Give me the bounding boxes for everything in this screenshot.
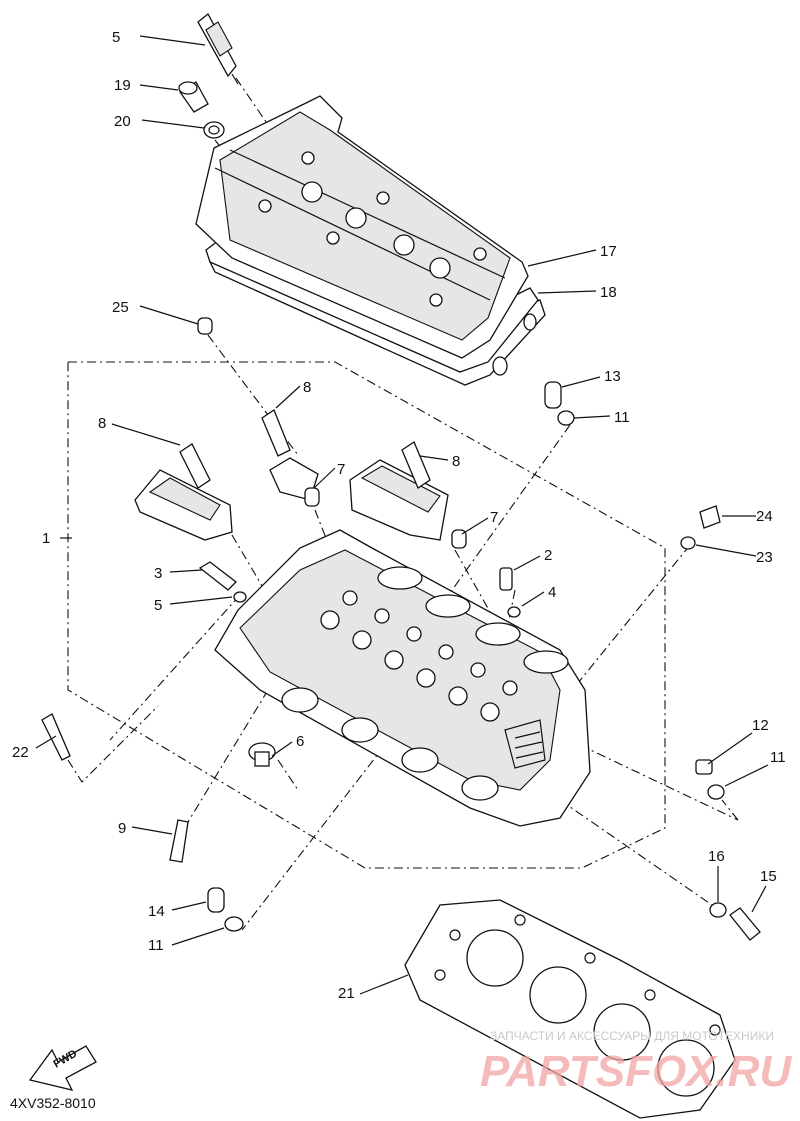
callout-2: 2 bbox=[544, 547, 552, 564]
washer-11-c bbox=[224, 916, 244, 932]
sleeve-13 bbox=[544, 381, 562, 409]
callout-14: 14 bbox=[148, 903, 165, 920]
callout-17: 17 bbox=[600, 243, 617, 260]
callout-19: 19 bbox=[114, 77, 131, 94]
washer-16 bbox=[709, 902, 727, 918]
callout-22: 22 bbox=[12, 744, 29, 761]
washer-23 bbox=[680, 536, 696, 550]
callout-20: 20 bbox=[114, 113, 131, 130]
stud-bolt-3 bbox=[198, 561, 237, 591]
stud-9 bbox=[169, 819, 189, 863]
watermark: ЗАПЧАСТИ И АКСЕССУАРЫ ДЛЯ МОТОТЕХНИКИ PA… bbox=[480, 1029, 793, 1096]
callout-4: 4 bbox=[548, 584, 556, 601]
callout-8b: 8 bbox=[98, 415, 106, 432]
callout-1: 1 bbox=[42, 530, 50, 547]
assembly-boundary bbox=[67, 361, 666, 869]
washer-11-a bbox=[557, 410, 575, 426]
oring-5 bbox=[233, 591, 247, 603]
callout-6: 6 bbox=[296, 733, 304, 750]
callout-3: 3 bbox=[154, 565, 162, 582]
callout-18: 18 bbox=[600, 284, 617, 301]
callout-16: 16 bbox=[708, 848, 725, 865]
callout-9: 9 bbox=[118, 820, 126, 837]
bolt-22 bbox=[41, 713, 71, 761]
callout-7a: 7 bbox=[337, 461, 345, 478]
callout-15: 15 bbox=[760, 868, 777, 885]
fwd-arrow-icon: FWD bbox=[28, 1045, 97, 1091]
washer-11-b bbox=[707, 784, 725, 800]
dowels-7 bbox=[304, 487, 467, 549]
callout-7b: 7 bbox=[490, 509, 498, 526]
callouts: 5 19 20 17 18 25 8 8 8 7 7 13 11 1 2 4 3… bbox=[12, 29, 786, 1002]
callout-25: 25 bbox=[112, 299, 129, 316]
cover-bolt bbox=[178, 81, 209, 113]
callout-10: 5 bbox=[112, 29, 120, 46]
plug-6 bbox=[248, 742, 276, 767]
cylinder-head bbox=[214, 529, 591, 827]
callout-11b: 11 bbox=[770, 749, 786, 766]
bolt-15 bbox=[729, 907, 761, 941]
leader-lines bbox=[35, 35, 769, 995]
oring-4 bbox=[507, 606, 521, 618]
cover-washer bbox=[203, 121, 225, 139]
callout-24: 24 bbox=[756, 508, 773, 525]
stud-bolt-2 bbox=[499, 567, 513, 591]
callout-5: 5 bbox=[154, 597, 162, 614]
camshaft-caps bbox=[134, 409, 449, 541]
dowel-pin-25 bbox=[197, 317, 213, 335]
callout-12: 12 bbox=[752, 717, 769, 734]
watermark-brand: PARTSFOX.RU bbox=[480, 1047, 793, 1096]
watermark-tagline: ЗАПЧАСТИ И АКСЕССУАРЫ ДЛЯ МОТОТЕХНИКИ bbox=[490, 1029, 774, 1043]
callout-23: 23 bbox=[756, 549, 773, 566]
head-gasket bbox=[404, 899, 736, 1119]
callout-21: 21 bbox=[338, 985, 355, 1002]
callout-8c: 8 bbox=[452, 453, 460, 470]
callout-8a: 8 bbox=[303, 379, 311, 396]
diagram-code: 4XV352-8010 bbox=[10, 1095, 96, 1111]
cylinder-head-cover bbox=[195, 95, 546, 386]
callout-11c: 11 bbox=[148, 937, 164, 954]
callout-11a: 11 bbox=[614, 409, 630, 426]
spark-plug bbox=[197, 13, 239, 85]
sleeve-14 bbox=[207, 887, 225, 913]
callout-13: 13 bbox=[604, 368, 621, 385]
bolt-12 bbox=[695, 759, 713, 775]
bolt-24 bbox=[699, 505, 721, 529]
